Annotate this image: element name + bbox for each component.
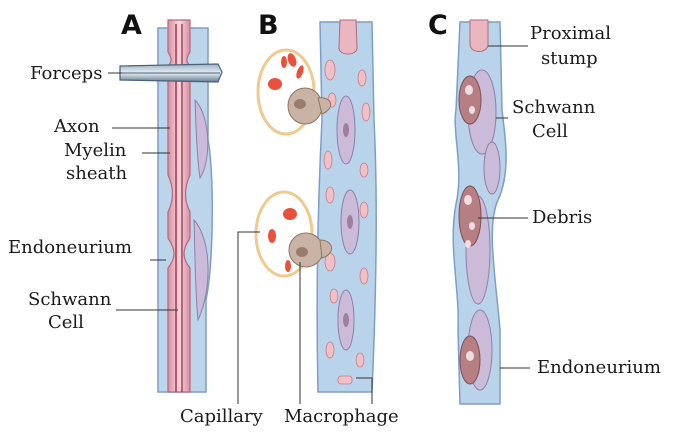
label-debris: Debris bbox=[532, 208, 592, 228]
proximal-stump-b bbox=[339, 20, 357, 54]
label-schwann-c-line2: Cell bbox=[532, 122, 568, 142]
panel-letter-a: A bbox=[121, 10, 142, 41]
label-capillary: Capillary bbox=[180, 407, 263, 427]
label-proximal-line2: stump bbox=[541, 49, 598, 69]
label-myelin-line1: Myelin bbox=[64, 141, 126, 161]
label-forceps: Forceps bbox=[30, 64, 102, 84]
label-schwann-a-line2: Cell bbox=[48, 313, 84, 333]
label-schwann-c-line1: Schwann bbox=[512, 98, 595, 118]
label-myelin-line2: sheath bbox=[66, 164, 127, 184]
label-macrophage: Macrophage bbox=[284, 407, 399, 427]
label-endoneurium-a: Endoneurium bbox=[8, 238, 132, 258]
proximal-stump-c bbox=[470, 20, 488, 52]
panel-letter-c: C bbox=[428, 10, 448, 41]
panel-a-nerve bbox=[120, 20, 222, 392]
label-schwann-a-line1: Schwann bbox=[28, 290, 111, 310]
label-endoneurium-c: Endoneurium bbox=[537, 358, 661, 378]
panel-letter-b: B bbox=[258, 10, 279, 41]
panel-c-nerve bbox=[453, 20, 506, 404]
label-axon: Axon bbox=[54, 117, 100, 137]
label-proximal-line1: Proximal bbox=[530, 24, 611, 44]
panel-b-nerve bbox=[256, 20, 376, 392]
